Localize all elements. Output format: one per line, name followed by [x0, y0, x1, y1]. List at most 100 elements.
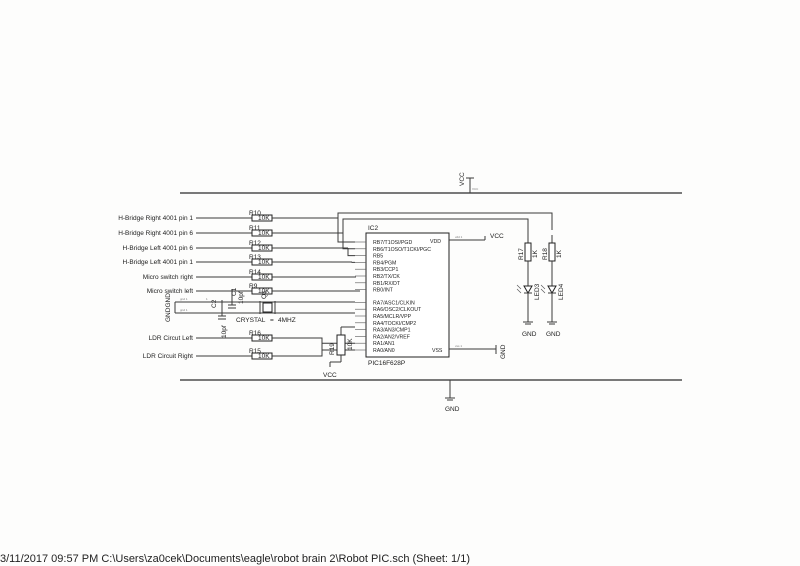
c1-ref: C1 — [231, 287, 238, 296]
resistor-value-r11: 10K — [258, 230, 270, 237]
rb-feed-lines — [337, 212, 553, 235]
resistor-value-r10: 10K — [258, 215, 270, 222]
crystal-ref: Q1 — [261, 290, 268, 299]
r19-value: 10K — [347, 338, 354, 350]
ic-pin-16-label: RA0/AN0 — [373, 348, 395, 354]
led-led3 — [523, 285, 533, 295]
vcc-label-vdd: VCC — [490, 233, 504, 240]
c1-value: 10pf — [238, 291, 245, 304]
gnd-label-bottom: GND — [445, 406, 460, 413]
crystal-q1 — [262, 302, 273, 313]
ic-pin-14-label: RA2/AN2/VREF — [373, 334, 410, 340]
ic-vdd-pin: VDD — [430, 239, 441, 245]
resistor-ref-r11: R11 — [249, 225, 261, 232]
input-resistor-network: H-Bridge Right 4001 pin 1R1010KH-Bridge … — [118, 210, 553, 295]
gndgnd-label: GNDGND — [165, 293, 172, 322]
ic-pin-2-label: RB6/T1OSO/T1CKI/PGC — [373, 247, 431, 253]
resistor-r17 — [524, 242, 532, 262]
svg-text:gnd 1: gnd 1 — [180, 308, 188, 312]
vss-connection: GND vss 1 — [449, 344, 507, 359]
ic-pin-3-label: RB5 — [373, 254, 383, 260]
r19-pullup: R19 10K VCC — [323, 326, 355, 379]
resistor-ref-r9: R9 — [249, 283, 258, 290]
oscillator-section: C1 C2 10pf 10pf Q1 CRYSTAL = 4MHZ GNDGND… — [165, 287, 355, 338]
led-ref-led4: LED4 — [558, 283, 565, 300]
pic16f628-body — [365, 232, 450, 358]
resistor-value-r16: 10K — [258, 335, 270, 342]
ic-pin-6-label: RB2/TX/CK — [373, 274, 400, 280]
gnd-label-vss: GND — [500, 344, 507, 359]
resistor-ref-r16: R16 — [249, 330, 261, 337]
crystal-frequency: 4MHZ — [278, 317, 296, 324]
svg-text:VCC: VCC — [472, 187, 479, 191]
ldr-label-1: LDR Circut Left — [149, 335, 194, 342]
svg-text:vdd 1: vdd 1 — [455, 235, 463, 239]
crystal-label: CRYSTAL — [236, 317, 266, 324]
resistor-ref-r14: R14 — [249, 269, 261, 276]
resistor-r18 — [548, 242, 556, 262]
resistor-ref-r15: R15 — [249, 348, 261, 355]
ic-pin-7-label: RB1/RX/DT — [373, 281, 401, 287]
c2-value: 10pf — [221, 325, 228, 338]
c2-ref: C2 — [211, 299, 218, 308]
input-label-1: H-Bridge Right 4001 pin 1 — [118, 215, 193, 222]
gnd-label-led-2: GND — [546, 331, 561, 338]
svg-text:vss 1: vss 1 — [455, 344, 462, 348]
resistor-ref-r13: R13 — [249, 254, 261, 261]
svg-text:1: 1 — [206, 297, 208, 301]
resistor-value-r12: 10K — [258, 245, 270, 252]
vdd-connection: VCC vdd 1 — [449, 233, 504, 241]
sheet-footer: 3/11/2017 09:57 PM C:\Users\za0cek\Docum… — [0, 553, 470, 565]
ic-pin-12-label: RA4/TOCKI/CMP2 — [373, 321, 416, 327]
ic-pin-8-label: RB0/INT — [373, 288, 394, 294]
ic-pin-13-label: RA3/AN3/CMP1 — [373, 328, 411, 334]
input-label-2: H-Bridge Right 4001 pin 6 — [118, 230, 193, 237]
resistor-r19 — [336, 334, 346, 356]
ic-pin-labels: RB7/T1OSI/PGDRB6/T1OSO/T1CKI/PGCRB5RB4/P… — [373, 240, 431, 354]
svg-text:=: = — [270, 317, 274, 324]
vcc-symbol-top: VCC VCC — [459, 172, 479, 193]
ic-pin-stubs — [355, 241, 366, 351]
ic-pin-15-label: RA1/AN1 — [373, 341, 395, 347]
resistor-ref-r12: R12 — [249, 240, 261, 247]
svg-text:gnd 1: gnd 1 — [180, 297, 188, 301]
vcc-label-top: VCC — [459, 172, 466, 186]
input-label-5: Micro switch right — [143, 274, 193, 281]
ic-pin-4-label: RB4/PGM — [373, 260, 396, 266]
led-branch-1: GND R17 1K LED3 — [516, 235, 541, 338]
gnd-label-led-1: GND — [522, 331, 537, 338]
input-label-6: Micro switch left — [147, 288, 193, 295]
resistor-value-r9: 10K — [258, 288, 270, 295]
resistor-value-r15: 10K — [258, 353, 270, 360]
resistor-value-r17: 1K — [532, 249, 539, 258]
resistor-ref-r18: R18 — [542, 248, 549, 260]
ic-part-label: PIC16F628P — [368, 360, 405, 367]
vcc-label-mclr: VCC — [323, 372, 337, 379]
gnd-symbol-bottom: GND — [445, 380, 460, 413]
ic-pin-11-label: RA5/MCLR/VPP — [373, 314, 412, 320]
input-label-3: H-Bridge Left 4001 pin 6 — [123, 245, 194, 252]
led-ref-led3: LED3 — [534, 283, 541, 300]
ic-ref-label: IC2 — [368, 225, 379, 232]
resistor-ref-r10: R10 — [249, 210, 261, 217]
resistor-ref-r17: R17 — [518, 248, 525, 260]
ic-pin-5-label: RB3/CCP1 — [373, 267, 398, 273]
ic-vss-pin: VSS — [432, 348, 443, 354]
ic-pin-10-label: RA6/OSC2/CLKOUT — [373, 307, 422, 313]
r19-ref: R19 — [329, 343, 336, 355]
resistor-value-r13: 10K — [258, 259, 270, 266]
led-led4 — [547, 285, 557, 295]
input-label-4: H-Bridge Left 4001 pin 1 — [123, 259, 194, 266]
